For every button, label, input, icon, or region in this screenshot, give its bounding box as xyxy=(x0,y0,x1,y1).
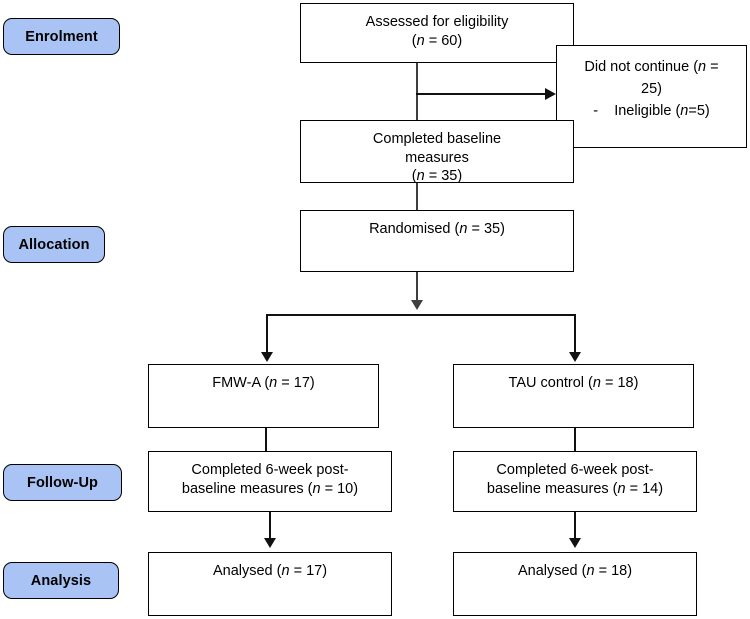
node-completed-baseline-measures: Completed baseline measures (n = 35) xyxy=(300,120,574,185)
node-followup-fmwa-text: Completed 6-week post- baseline measures… xyxy=(181,462,359,497)
stage-label-analysis-text: Analysis xyxy=(30,572,92,589)
node-did-not-continue-bullet-ineligible: - Ineligible (n=5) xyxy=(593,103,710,120)
connector-allocation-split-bar xyxy=(266,314,576,316)
connector-split-to-fmwa xyxy=(266,314,268,354)
connector-split-to-tau-control xyxy=(574,314,576,354)
node-arm-fmwa-text: FMW-A (n = 17) xyxy=(212,375,315,391)
node-assessed-for-eligibility-text: Assessed for eligibility (n = 60) xyxy=(365,14,509,49)
node-analysed-fmwa: Analysed (n = 17) xyxy=(148,552,392,616)
node-randomised-text: Randomised (n = 35) xyxy=(369,221,505,237)
arrowhead-to-fmwa-icon xyxy=(261,352,273,362)
stage-label-allocation: Allocation xyxy=(3,226,105,263)
node-did-not-continue-line2: 25) xyxy=(641,81,662,98)
stage-label-allocation-text: Allocation xyxy=(18,236,90,253)
arrowhead-to-analysed-fmwa-icon xyxy=(264,538,276,548)
connector-assessed-to-excluded xyxy=(416,93,545,95)
arrowhead-to-tau-control-icon xyxy=(569,352,581,362)
node-followup-tau-control-text: Completed 6-week post- baseline measures… xyxy=(486,462,664,497)
arrowhead-to-excluded-icon xyxy=(545,88,556,100)
connector-assessed-to-baseline xyxy=(416,63,418,120)
node-followup-fmwa: Completed 6-week post- baseline measures… xyxy=(148,451,392,512)
node-assessed-for-eligibility: Assessed for eligibility (n = 60) xyxy=(300,3,574,63)
node-completed-baseline-measures-text: Completed baseline measures (n = 35) xyxy=(372,131,502,185)
connector-followup-to-analysed-tau-control xyxy=(574,512,576,542)
connector-tau-control-to-followup xyxy=(574,428,576,451)
stage-label-follow-up-text: Follow-Up xyxy=(27,474,98,491)
connector-fmwa-to-followup xyxy=(265,428,267,451)
node-followup-tau-control: Completed 6-week post- baseline measures… xyxy=(453,451,697,512)
connector-followup-to-analysed-fmwa xyxy=(269,512,271,542)
stage-label-enrolment: Enrolment xyxy=(3,18,120,55)
stage-label-analysis: Analysis xyxy=(3,562,119,599)
node-analysed-fmwa-text: Analysed (n = 17) xyxy=(212,563,328,579)
arrowhead-to-analysed-tau-control-icon xyxy=(569,538,581,548)
node-arm-tau-control: TAU control (n = 18) xyxy=(453,364,694,428)
node-did-not-continue: Did not continue (n = 25) - Ineligible (… xyxy=(556,45,747,148)
node-randomised: Randomised (n = 35) xyxy=(300,210,574,272)
node-analysed-tau-control: Analysed (n = 18) xyxy=(453,552,697,616)
arrowhead-randomised-down-icon xyxy=(411,300,423,310)
stage-label-follow-up: Follow-Up xyxy=(3,464,122,501)
node-arm-tau-control-text: TAU control (n = 18) xyxy=(508,375,639,391)
connector-baseline-to-randomised xyxy=(416,183,418,210)
connector-randomised-down xyxy=(416,272,418,303)
node-arm-fmwa: FMW-A (n = 17) xyxy=(148,364,379,428)
node-analysed-tau-control-text: Analysed (n = 18) xyxy=(517,563,633,579)
node-did-not-continue-line1: Did not continue (n = xyxy=(584,59,719,75)
stage-label-enrolment-text: Enrolment xyxy=(25,28,98,45)
